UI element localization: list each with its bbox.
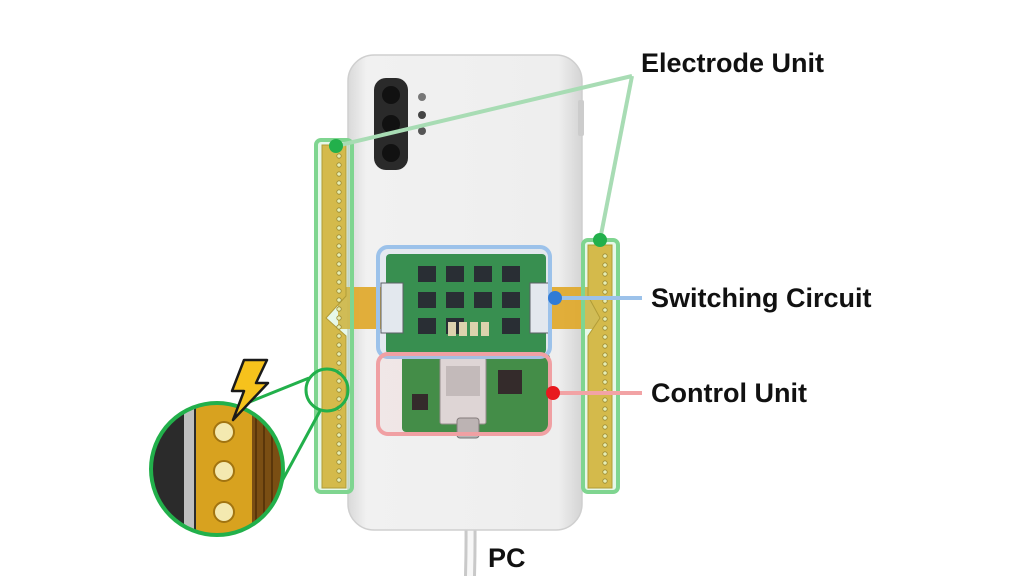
electrode-pad (602, 424, 608, 430)
electrode-pad (336, 450, 342, 456)
electrode-pad (602, 379, 608, 385)
electrode-pad (336, 315, 342, 321)
electrode-pad (336, 477, 342, 483)
electrode-pad (336, 279, 342, 285)
electrode-pad (336, 270, 342, 276)
electrode-leader-left (335, 74, 633, 148)
switching-marker (548, 291, 562, 305)
electrode-pad (336, 252, 342, 258)
electrode-pad (602, 289, 608, 295)
electrode-pad (602, 307, 608, 313)
electrode-pad (336, 198, 342, 204)
electrode-pad (336, 468, 342, 474)
electrode-pad (602, 451, 608, 457)
electrode-pad (336, 360, 342, 366)
electrode-pad (336, 441, 342, 447)
electrode-pad (336, 459, 342, 465)
electrode-pad (602, 397, 608, 403)
electrode-pad (602, 406, 608, 412)
electrode-leader-right (598, 75, 634, 241)
electrode-pad (336, 261, 342, 267)
electrode-pad (602, 253, 608, 259)
pcb-chip (446, 292, 464, 308)
electrode-pad (336, 180, 342, 186)
electrode-pad (602, 316, 608, 322)
label-control-unit: Control Unit (651, 378, 807, 408)
electrode-pad (336, 423, 342, 429)
pcb-chip (418, 266, 436, 282)
switching-circuit-outline (376, 245, 552, 359)
pcb-chip (502, 292, 520, 308)
electrode-pad (602, 370, 608, 376)
pcb-chip (502, 318, 520, 334)
electrode-pad (336, 306, 342, 312)
electrode-marker-left (329, 139, 343, 153)
electrode-pad (602, 361, 608, 367)
electrode-pad (336, 297, 342, 303)
electrode-pad (336, 351, 342, 357)
electrode-pad (602, 280, 608, 286)
electrode-pad (602, 334, 608, 340)
electrode-pad (602, 460, 608, 466)
electrode-pad (336, 207, 342, 213)
electrode-pad (336, 432, 342, 438)
connector-left (380, 282, 404, 334)
electrode-pad (336, 342, 342, 348)
pcb-resistor (448, 322, 456, 336)
electrode-pad (602, 469, 608, 475)
electrode-pad (336, 171, 342, 177)
electrode-unit-right-outline (581, 238, 620, 494)
electrode-pad (602, 271, 608, 277)
electrode-pad (336, 234, 342, 240)
lightning-bolt-icon (230, 358, 270, 422)
pcb-chip (474, 292, 492, 308)
electrode-pad (602, 442, 608, 448)
electrode-pad (336, 153, 342, 159)
pcb-chip (418, 318, 436, 334)
pcb-chip (502, 266, 520, 282)
electrode-pad (602, 343, 608, 349)
pcb-resistor (481, 322, 489, 336)
label-pc: PC (488, 543, 526, 573)
electrode-pad (336, 189, 342, 195)
pcb-chip (474, 266, 492, 282)
electrode-pad (336, 288, 342, 294)
pcb-resistor (459, 322, 467, 336)
pcb-chip (418, 292, 436, 308)
left-electrode-strip (321, 144, 347, 489)
zoom-inset-border (149, 401, 285, 537)
electrode-pad (602, 325, 608, 331)
pcb-resistor (470, 322, 478, 336)
control-unit-outline (376, 352, 552, 436)
electrode-pad (336, 243, 342, 249)
electrode-pad (336, 216, 342, 222)
pcb-chip (446, 266, 464, 282)
electrode-pad (602, 415, 608, 421)
electrode-pad (336, 387, 342, 393)
label-switching-circuit: Switching Circuit (651, 283, 872, 313)
electrode-pad (602, 478, 608, 484)
label-electrode-unit: Electrode Unit (641, 48, 825, 78)
electrode-marker-right (593, 233, 607, 247)
electrode-pad (336, 414, 342, 420)
control-marker (546, 386, 560, 400)
electrode-pad (336, 324, 342, 330)
electrode-pad (336, 225, 342, 231)
zoom-source-circle (304, 367, 350, 413)
electrode-pad (602, 262, 608, 268)
electrode-pad (602, 352, 608, 358)
electrode-pad (336, 162, 342, 168)
electrode-pad (336, 396, 342, 402)
electrode-pad (336, 333, 342, 339)
electrode-pad (336, 378, 342, 384)
electrode-unit-left-outline (314, 138, 354, 494)
electrode-pad (602, 433, 608, 439)
